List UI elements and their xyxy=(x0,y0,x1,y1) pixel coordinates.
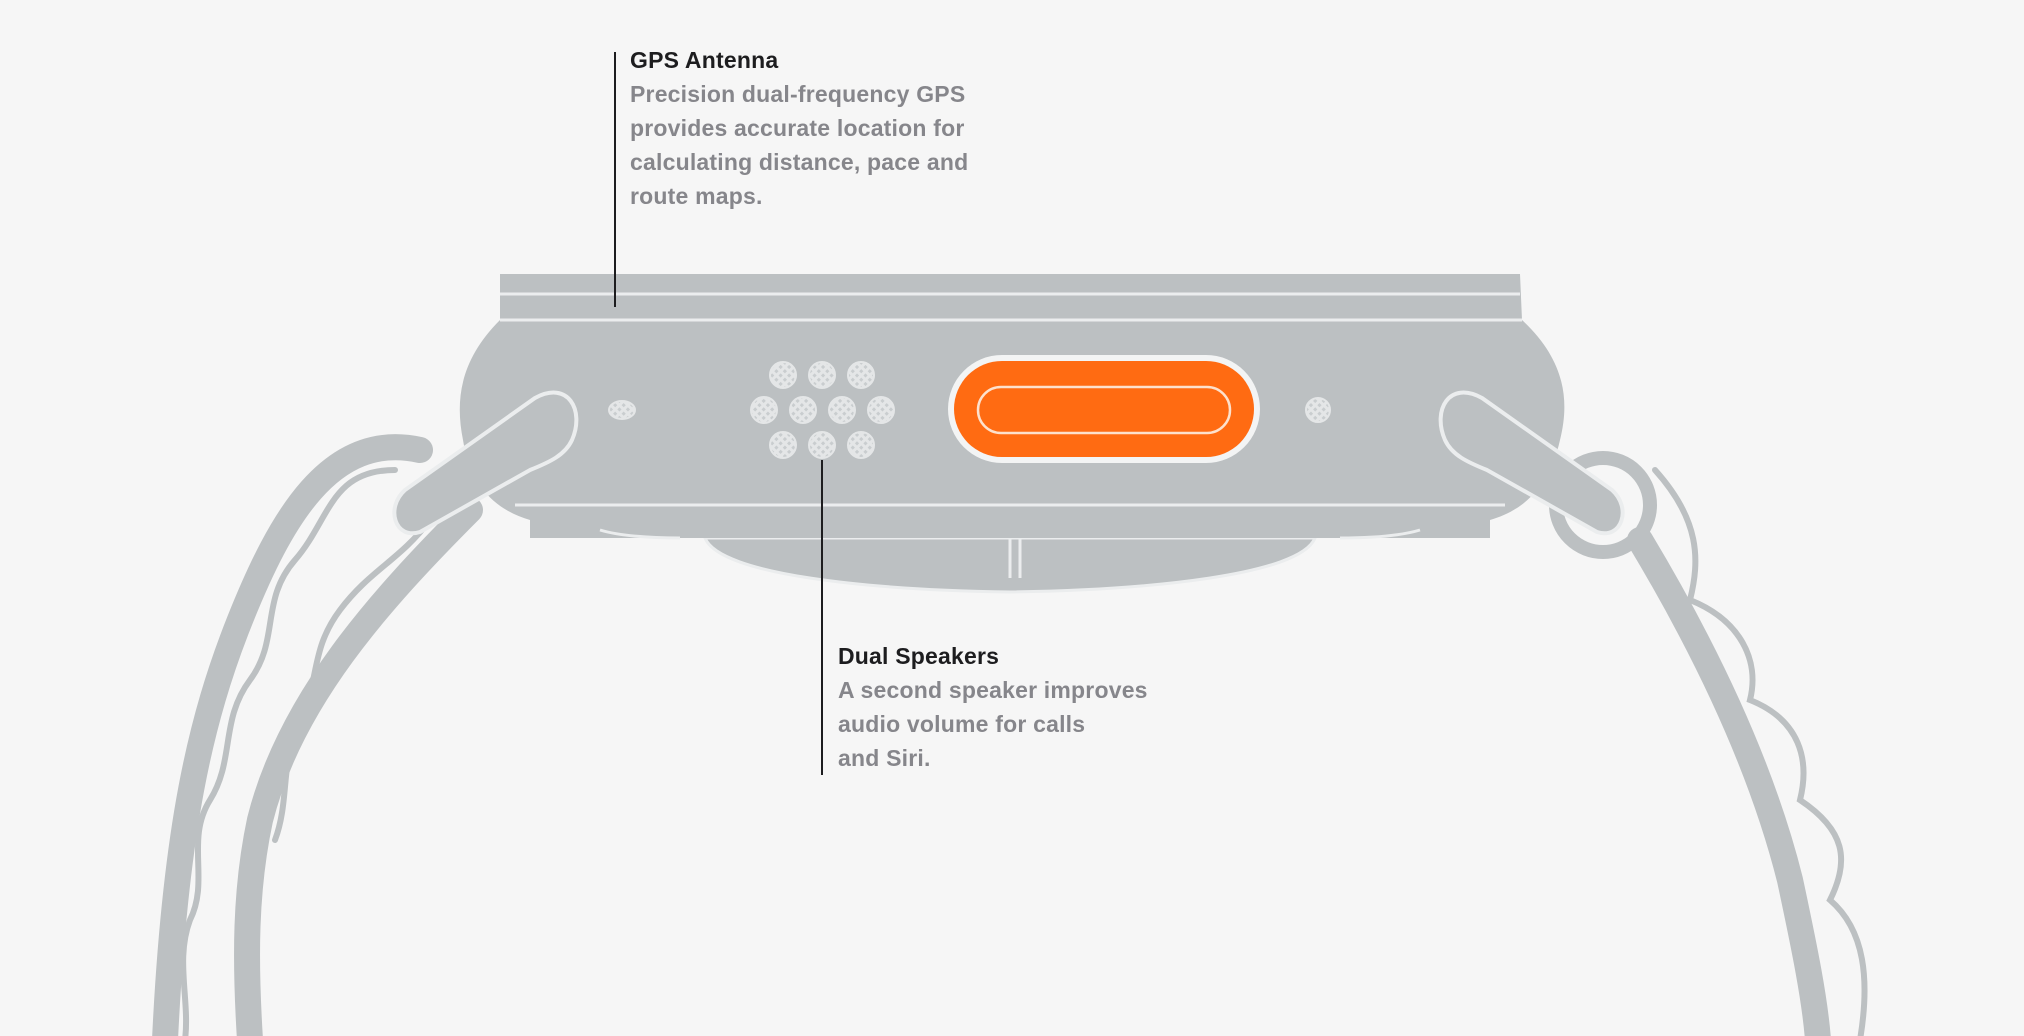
speakers-callout-line xyxy=(821,460,823,775)
band-lug-right xyxy=(1438,390,1625,536)
speaker-grille-icon xyxy=(750,361,895,459)
right-band xyxy=(1549,451,1868,1036)
left-band xyxy=(152,434,483,1036)
dual-speakers-callout: Dual Speakers A second speaker improves … xyxy=(838,639,1218,775)
gps-antenna-title: GPS Antenna xyxy=(630,47,779,73)
microphone-hole-icon xyxy=(1305,397,1331,423)
action-button xyxy=(948,355,1260,463)
band-lug-left xyxy=(392,390,579,536)
dual-speakers-description: A second speaker improves audio volume f… xyxy=(838,677,1148,771)
gps-antenna-description: Precision dual-frequency GPS provides ac… xyxy=(630,81,969,209)
microphone-hole-icon xyxy=(608,400,636,420)
gps-antenna-callout: GPS Antenna Precision dual-frequency GPS… xyxy=(630,43,1010,213)
dual-speakers-title: Dual Speakers xyxy=(838,643,1000,669)
gps-callout-line xyxy=(614,52,616,307)
